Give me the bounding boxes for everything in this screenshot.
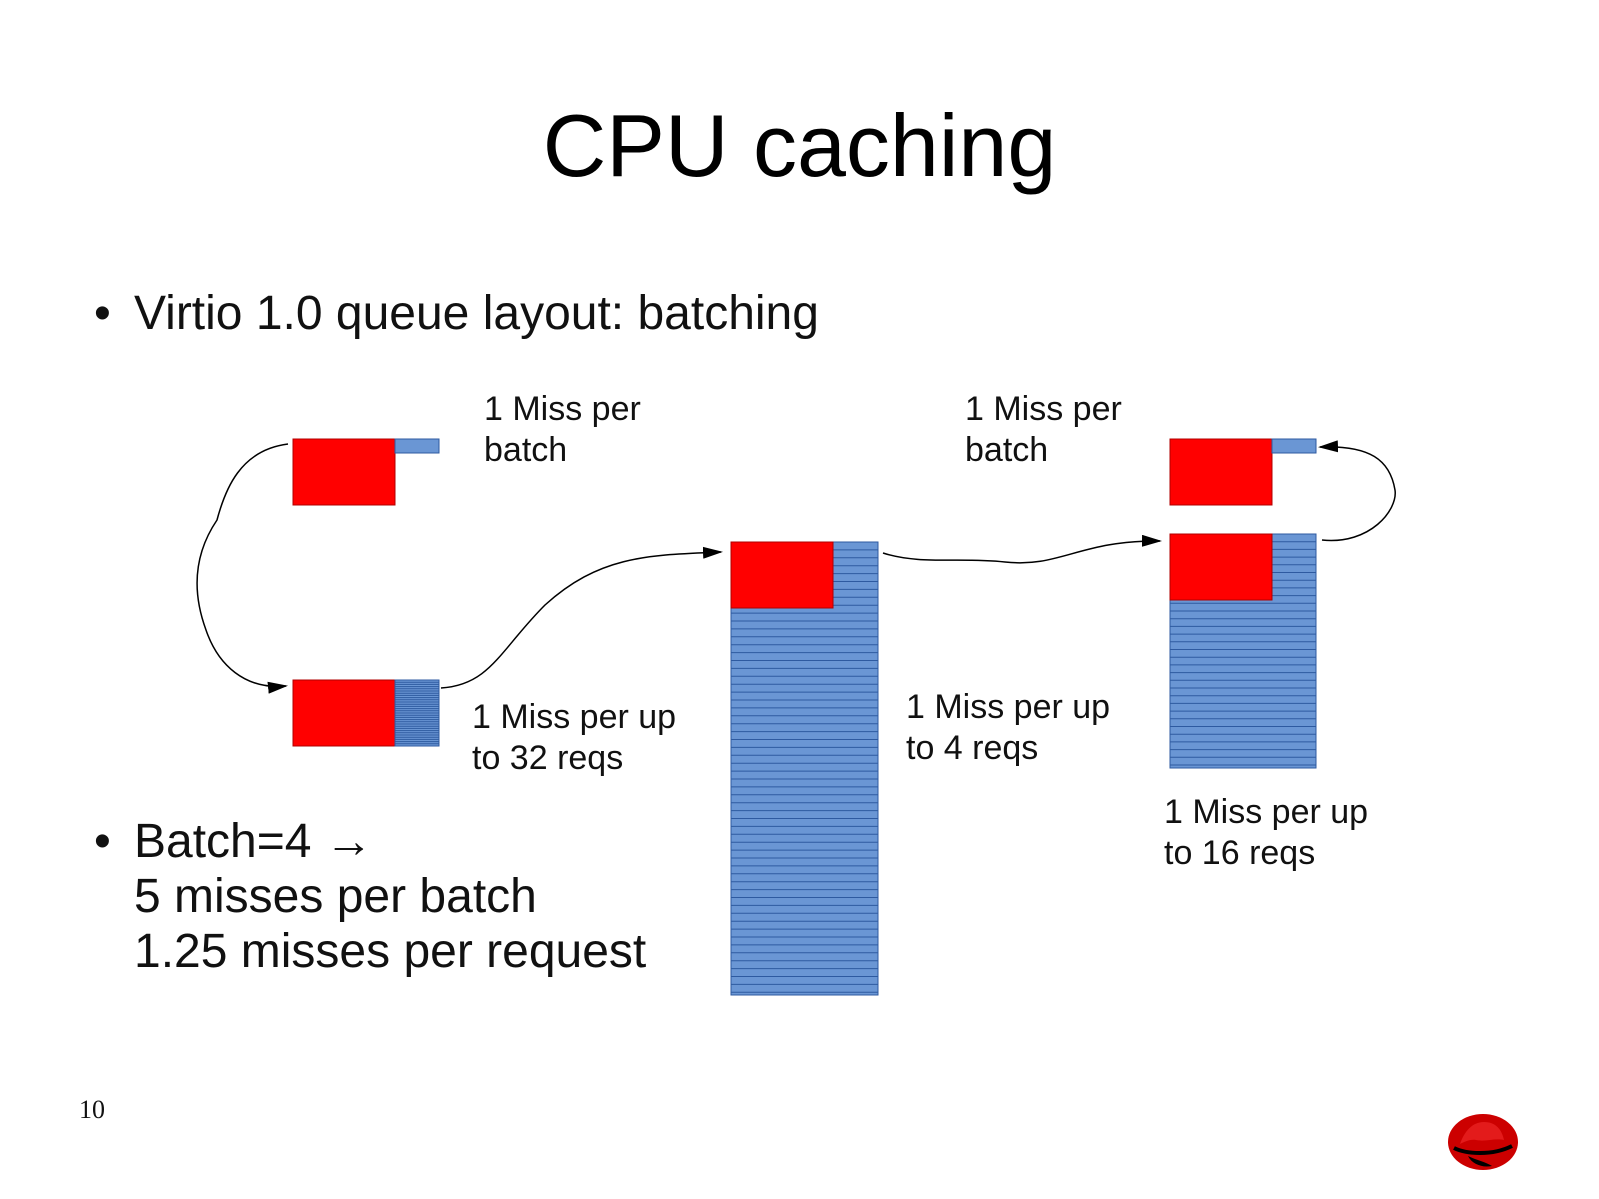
label-line: 1 Miss per up: [1164, 793, 1369, 831]
arrow-left-top-to-left-bottom: [196, 443, 289, 694]
left-bottom-ring-lines: [395, 681, 439, 745]
middle-ring: [730, 541, 879, 996]
bullet-queue-layout: • Virtio 1.0 queue layout: batching: [94, 286, 819, 341]
page-number: 10: [79, 1095, 105, 1124]
batch-line-2: 5 misses per batch: [134, 870, 537, 923]
red-hat-logo-icon: [1448, 1114, 1518, 1170]
label-line: 1 Miss per: [484, 390, 641, 428]
bullet-dot: •: [94, 815, 111, 868]
slide-title: CPU caching: [542, 96, 1057, 195]
label-line: to 4 reqs: [906, 729, 1039, 767]
arrow-left-bottom-to-middle: [440, 546, 723, 689]
label-line: batch: [965, 431, 1049, 469]
label-left-top-miss: 1 Miss per batch: [484, 389, 641, 471]
label-line: 1 Miss per up: [472, 698, 677, 736]
batch-line-1: Batch=4 →: [134, 815, 373, 868]
label-line: 1 Miss per: [965, 390, 1122, 428]
right-top-miss-block: [1169, 438, 1273, 506]
middle-miss-block: [730, 541, 834, 609]
bullet-dot: •: [94, 287, 111, 340]
label-line: 1 Miss per up: [906, 688, 1111, 726]
bullet-text: Virtio 1.0 queue layout: batching: [134, 287, 819, 340]
left-bottom-miss-block: [292, 679, 396, 747]
batch-line-3: 1.25 misses per request: [134, 925, 647, 978]
left-top-ring-strip: [394, 438, 440, 454]
label-line: to 16 reqs: [1164, 834, 1316, 872]
right-top-descriptor: [1169, 438, 1317, 506]
arrow-right-bottom-to-right-top: [1318, 440, 1396, 542]
bullet-batch-summary: • Batch=4 → 5 misses per batch 1.25 miss…: [94, 814, 647, 979]
arrow-middle-to-right: [882, 534, 1162, 564]
left-bottom-descriptor: [292, 679, 440, 747]
right-miss-block: [1169, 533, 1273, 601]
middle-ring-lines: [731, 549, 878, 993]
label-line: batch: [484, 431, 568, 469]
right-ring-column: [1169, 533, 1317, 769]
right-top-ring-strip: [1271, 438, 1317, 454]
label-right-bottom-miss: 1 Miss per up to 16 reqs: [1164, 792, 1368, 874]
left-top-descriptor: [292, 438, 440, 506]
middle-ring-column: [730, 541, 879, 996]
label-left-bottom-miss: 1 Miss per up to 32 reqs: [472, 697, 676, 779]
label-line: to 32 reqs: [472, 739, 624, 777]
label-right-top-miss: 1 Miss per batch: [965, 389, 1122, 471]
label-middle-miss: 1 Miss per up to 4 reqs: [906, 687, 1110, 769]
left-top-miss-block: [292, 438, 396, 506]
